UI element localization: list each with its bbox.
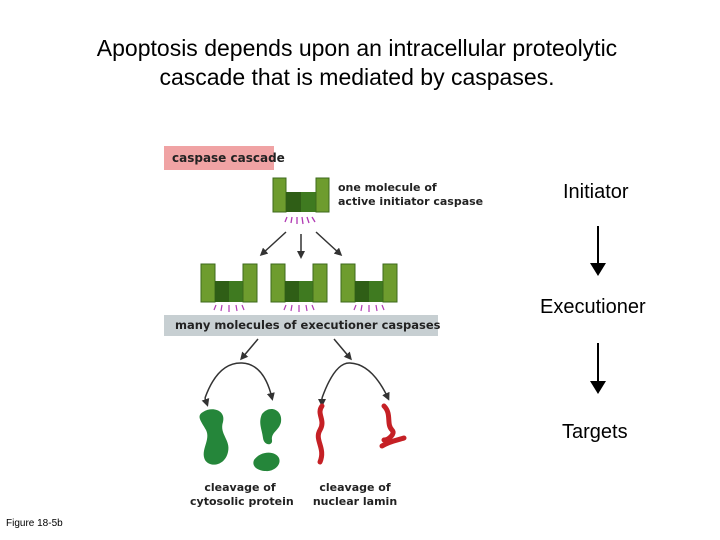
initiator-caption: one molecule of active initiator caspase <box>338 181 483 209</box>
figure-caption: Figure 18-5b <box>6 518 63 529</box>
executioner-caspase-1 <box>200 263 258 303</box>
cytosolic-protein-fragments <box>199 408 282 472</box>
flow-initiator-label: Initiator <box>563 181 629 203</box>
caspase-cascade-label: caspase cascade <box>164 146 285 170</box>
cytosolic-caption-line-1: cleavage of <box>204 481 276 494</box>
executioner-arrows <box>201 338 390 407</box>
nuclear-lamin-fragments <box>315 403 407 465</box>
executioner-cleave-marks <box>213 304 385 312</box>
flow-targets-label: Targets <box>562 421 628 443</box>
executioner-label: many molecules of executioner caspases <box>164 315 440 336</box>
cytosolic-caption-line-2: cytosolic protein <box>190 495 294 508</box>
slide-title: Apoptosis depends upon an intracellular … <box>0 34 714 92</box>
initiator-caption-line-2: active initiator caspase <box>338 195 484 208</box>
cytosolic-caption: cleavage of cytosolic protein <box>190 481 294 509</box>
nuclear-caption-line-2: nuclear lamin <box>312 495 398 508</box>
flow-arrow-2 <box>590 343 606 394</box>
flow-executioner-label: Executioner <box>540 296 646 318</box>
initiator-caspase <box>272 177 330 225</box>
nuclear-caption: cleavage of nuclear lamin <box>310 481 400 509</box>
title-line-2: cascade that is mediated by caspases. <box>159 64 555 90</box>
initiator-arrows <box>259 231 343 259</box>
executioner-caspase-3 <box>340 263 398 303</box>
executioner-caspase-2 <box>270 263 328 303</box>
initiator-cleave-marks <box>284 216 316 225</box>
title-line-1: Apoptosis depends upon an intracellular … <box>96 35 618 61</box>
flow-arrow-1 <box>590 226 606 276</box>
nuclear-caption-line-1: cleavage of <box>319 481 391 494</box>
initiator-caption-line-1: one molecule of <box>338 181 437 194</box>
